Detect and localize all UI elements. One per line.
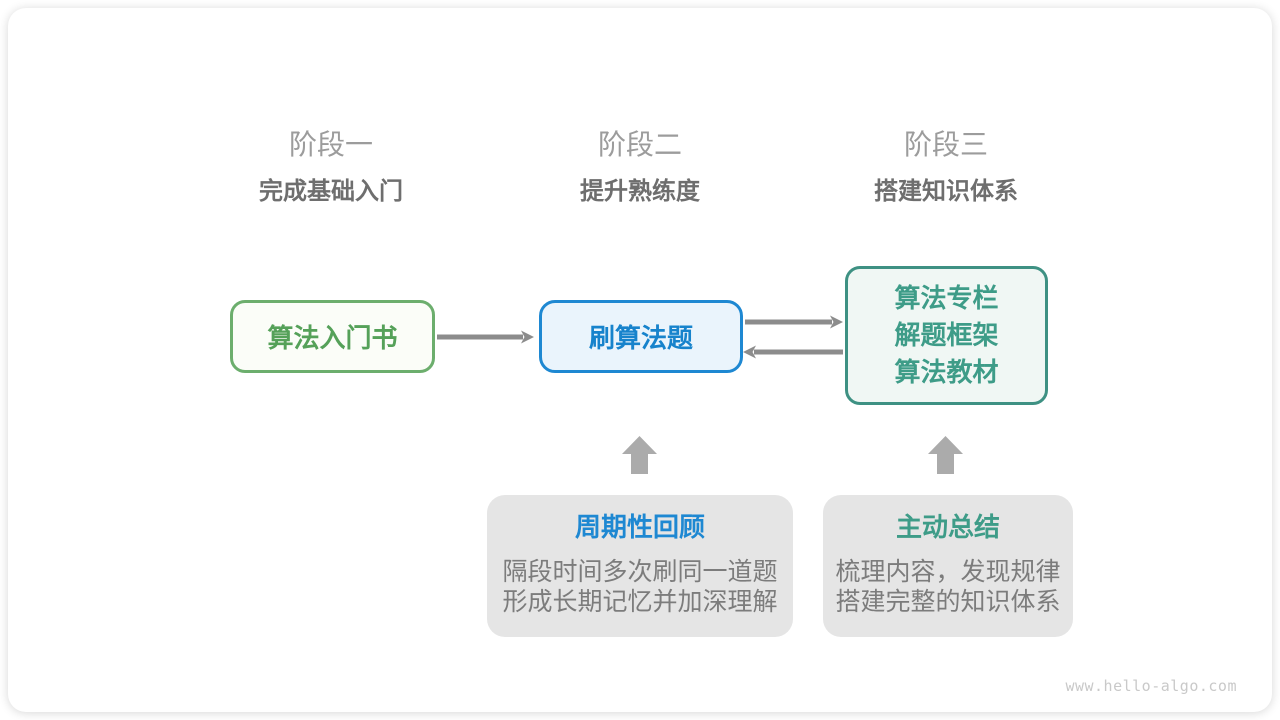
watermark: www.hello-algo.com (1065, 677, 1237, 695)
active-summary-line-1: 梳理内容，发现规律 (835, 558, 1061, 586)
intro-book-node: 算法入门书 (230, 300, 435, 373)
left-arrow-icon (742, 344, 843, 360)
periodic-review-callout: 周期性回顾 隔段时间多次刷同一道题 形成长期记忆并加深理解 (487, 495, 793, 637)
up-arrow-icon (622, 436, 657, 479)
intro-book-label: 算法入门书 (267, 323, 398, 353)
resource-line: 算法教材 (894, 357, 999, 387)
right-arrow-icon (745, 314, 844, 330)
resource-line: 算法专栏 (894, 283, 999, 313)
active-summary-line-2: 搭建完整的知识体系 (835, 588, 1061, 616)
stage-3-header: 阶段三 搭建知识体系 (786, 128, 1106, 207)
periodic-review-title: 周期性回顾 (574, 512, 705, 542)
stage-1-header: 阶段一 完成基础入门 (171, 128, 491, 207)
stage-2-subtitle: 提升熟练度 (580, 178, 700, 205)
resource-line: 解题框架 (894, 320, 999, 350)
stage-1-label: 阶段一 (288, 129, 373, 160)
active-summary-body: 梳理内容，发现规律 搭建完整的知识体系 (823, 557, 1073, 617)
active-summary-callout: 主动总结 梳理内容，发现规律 搭建完整的知识体系 (823, 495, 1073, 637)
periodic-review-line-1: 隔段时间多次刷同一道题 (502, 558, 778, 586)
practice-problems-node: 刷算法题 (539, 300, 743, 373)
stage-3-label: 阶段三 (903, 129, 988, 160)
practice-problems-label: 刷算法题 (588, 323, 693, 353)
active-summary-title: 主动总结 (895, 512, 1000, 542)
stage-2-header: 阶段二 提升熟练度 (480, 128, 800, 207)
stage-3-subtitle: 搭建知识体系 (874, 178, 1018, 205)
periodic-review-line-2: 形成长期记忆并加深理解 (502, 588, 778, 616)
periodic-review-body: 隔段时间多次刷同一道题 形成长期记忆并加深理解 (487, 557, 793, 617)
up-arrow-icon (928, 436, 963, 479)
knowledge-resources-node: 算法专栏 解题框架 算法教材 (845, 266, 1048, 405)
stage-2-label: 阶段二 (597, 129, 682, 160)
stage-1-subtitle: 完成基础入门 (259, 178, 403, 205)
right-arrow-icon (437, 329, 535, 345)
